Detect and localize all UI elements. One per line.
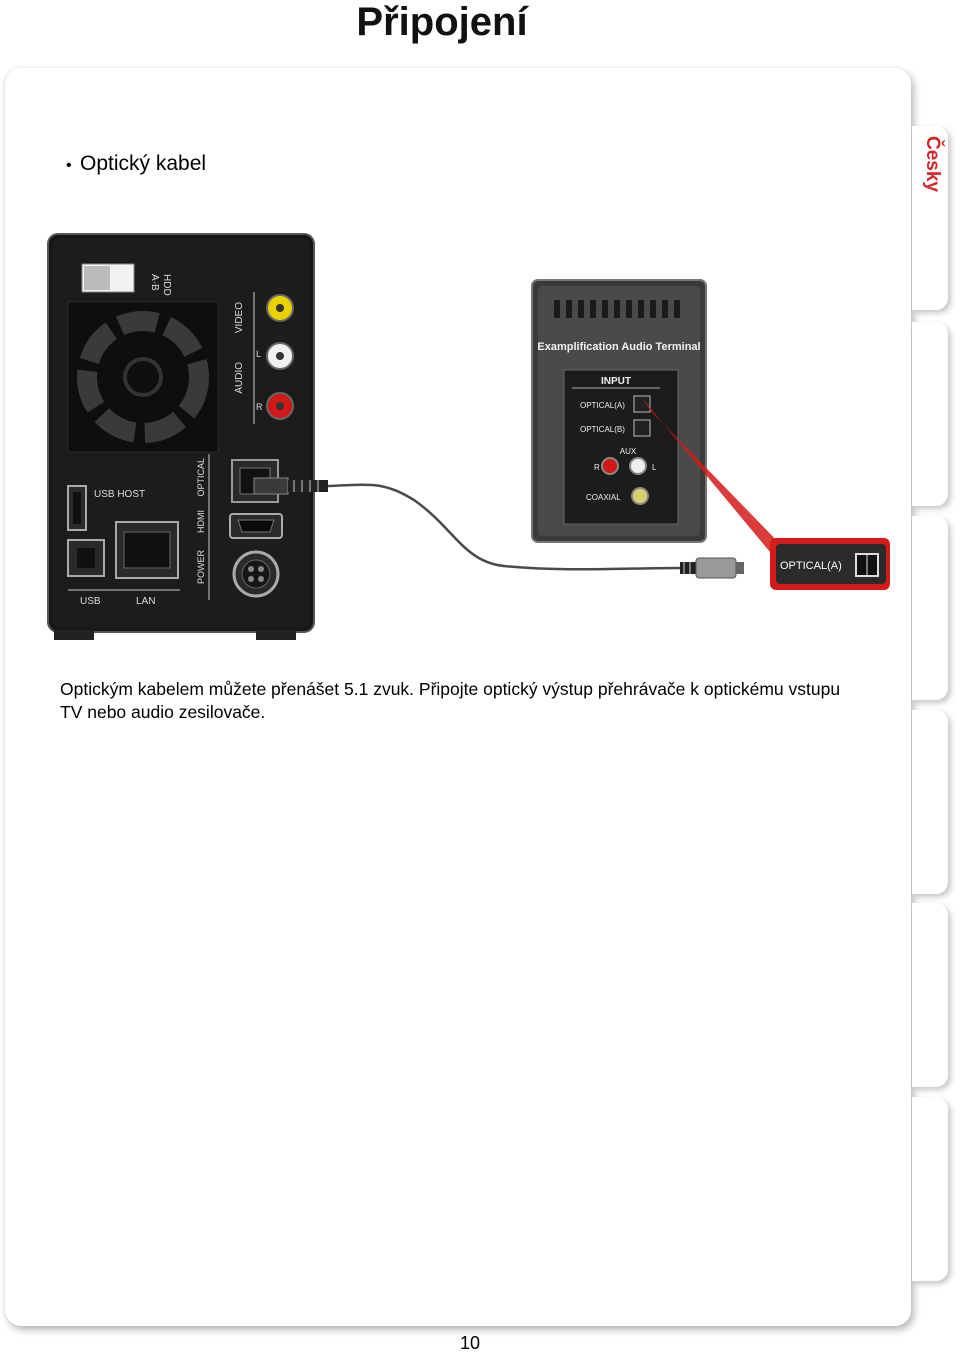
- amp-title: Examplification Audio Terminal: [537, 341, 700, 353]
- page-title: Připojení: [356, 0, 528, 44]
- amp-aux-label: AUX: [620, 447, 637, 456]
- player-usb-host-port: USB HOST: [67, 485, 145, 531]
- connection-diagram: HDD A·B VIDEO AUDIO L R OPTICAL HDMI POW…: [47, 233, 890, 640]
- side-tab-6[interactable]: [912, 1097, 948, 1281]
- fan-grille: [67, 301, 219, 453]
- amp-optical-a-port: [633, 395, 651, 413]
- hdd-switch: HDD A·B: [81, 263, 172, 296]
- side-tab-language[interactable]: Česky: [912, 126, 948, 310]
- bullet-icon: •: [66, 157, 72, 174]
- optical-cable: [253, 477, 744, 579]
- label-audio: AUDIO: [234, 362, 245, 394]
- side-tab-5[interactable]: [912, 903, 948, 1087]
- label-usb-host: USB HOST: [94, 489, 145, 500]
- player-usb-port: [67, 539, 105, 577]
- amp-aux-r-label: R: [594, 463, 600, 472]
- side-tab-3[interactable]: [912, 516, 948, 700]
- side-tab-2[interactable]: [912, 322, 948, 506]
- amp-optical-b-label: OPTICAL(B): [580, 425, 625, 434]
- label-r: R: [256, 402, 263, 412]
- player-back-panel: HDD A·B VIDEO AUDIO L R OPTICAL HDMI POW…: [47, 233, 315, 640]
- optical-a-callout: OPTICAL(A): [770, 538, 890, 590]
- label-power: POWER: [196, 550, 206, 585]
- side-tab-4[interactable]: [912, 710, 948, 894]
- label-video: VIDEO: [234, 302, 245, 333]
- amp-coaxial-label: COAXIAL: [586, 493, 621, 502]
- section-heading-text: Optický kabel: [80, 152, 207, 175]
- amp-aux-l-label: L: [652, 463, 657, 472]
- player-hdmi-port: [229, 513, 283, 539]
- label-hdd: HDD: [161, 274, 172, 296]
- side-tab-label: Česky: [922, 136, 943, 192]
- label-l: L: [256, 349, 261, 359]
- page-number: 10: [459, 1333, 481, 1353]
- callout-label: OPTICAL(A): [780, 560, 842, 572]
- amp-aux-l-jack: [629, 457, 647, 475]
- label-optical: OPTICAL: [196, 458, 206, 497]
- highlight-beam: [642, 398, 784, 552]
- label-usb: USB: [80, 596, 101, 607]
- amp-input-label: INPUT: [601, 376, 631, 387]
- player-power-port: [232, 550, 280, 598]
- amplifier-back-panel: Examplification Audio Terminal INPUT OPT…: [531, 279, 707, 543]
- player-lan-port: [115, 521, 179, 579]
- label-hdd-ab: A·B: [149, 274, 160, 291]
- amp-aux-r-jack: [601, 457, 619, 475]
- section-heading: • Optický kabel: [66, 150, 206, 180]
- amp-optical-a-label: OPTICAL(A): [580, 401, 625, 410]
- label-hdmi: HDMI: [196, 510, 206, 533]
- label-lan: LAN: [136, 596, 155, 607]
- rca-outputs: VIDEO AUDIO L R: [234, 292, 294, 424]
- amp-optical-b-port: [633, 419, 651, 437]
- amp-coaxial-jack: [631, 487, 649, 505]
- body-text: Optickým kabelem můžete přenášet 5.1 zvu…: [60, 679, 841, 722]
